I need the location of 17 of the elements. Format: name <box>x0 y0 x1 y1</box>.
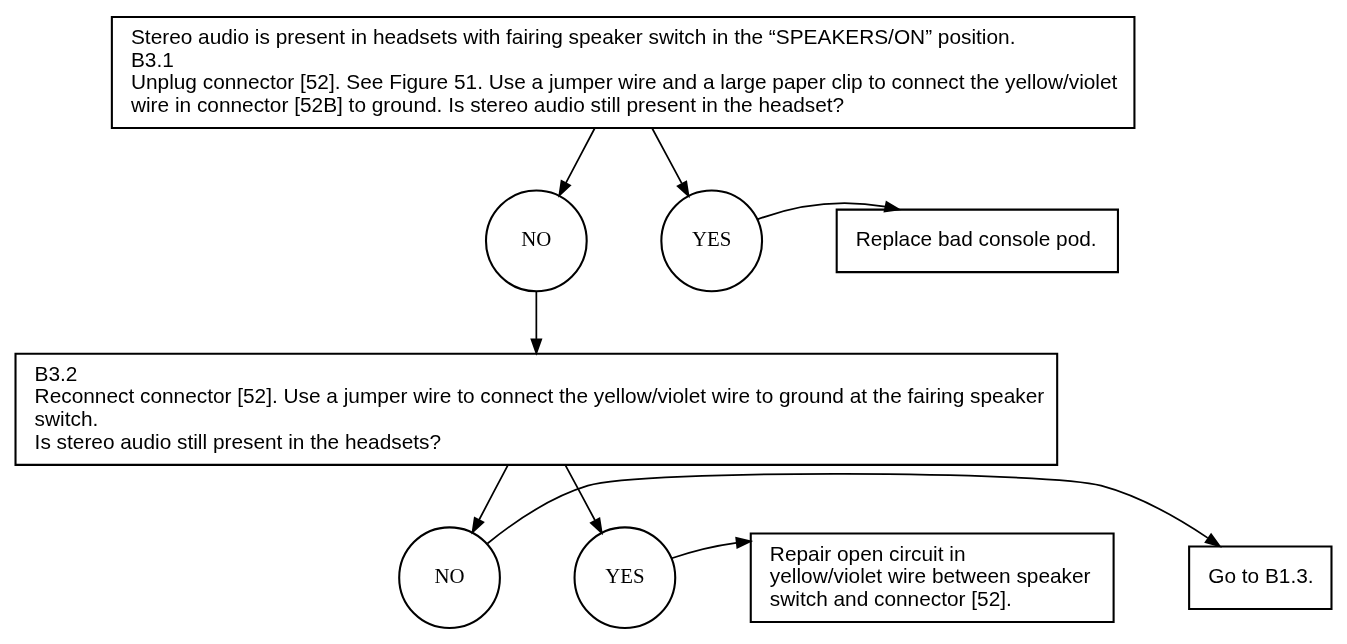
arrow <box>670 536 754 559</box>
arrow <box>651 126 690 198</box>
node-circle: NO <box>398 525 501 629</box>
node-box: Go to B1.3. <box>1188 544 1333 610</box>
node-circle: YES <box>573 525 677 629</box>
arrow <box>558 126 596 198</box>
node-box: Stereo audio is present in headsets with fairing speaker switch in the “SPEAKERS/ON” position. B3.1 Unplug connector [52]. See Figure 51. Use a jumper wire and a large paper clip to connect the yellow/violet wire in connector [52B] to ground. Is stereo audio still present in the headset? <box>110 15 1136 129</box>
node-box: Replace bad console pod. <box>835 208 1119 273</box>
node-circle: YES <box>660 189 764 292</box>
arrow <box>471 463 509 535</box>
arrow <box>486 472 1222 548</box>
arrow <box>564 463 603 535</box>
arrow <box>756 200 902 220</box>
node-box: Repair open circuit in yellow/violet wire between speaker switch and connector [52]. <box>749 531 1115 623</box>
node-box: B3.2 Reconnect connector [52]. Use a jumper wire to connect the yellow/violet wire to ground at the fairing speaker switch. Is stereo audio still present in the headsets? <box>14 352 1059 466</box>
arrow <box>530 290 543 356</box>
node-circle: NO <box>484 189 588 292</box>
